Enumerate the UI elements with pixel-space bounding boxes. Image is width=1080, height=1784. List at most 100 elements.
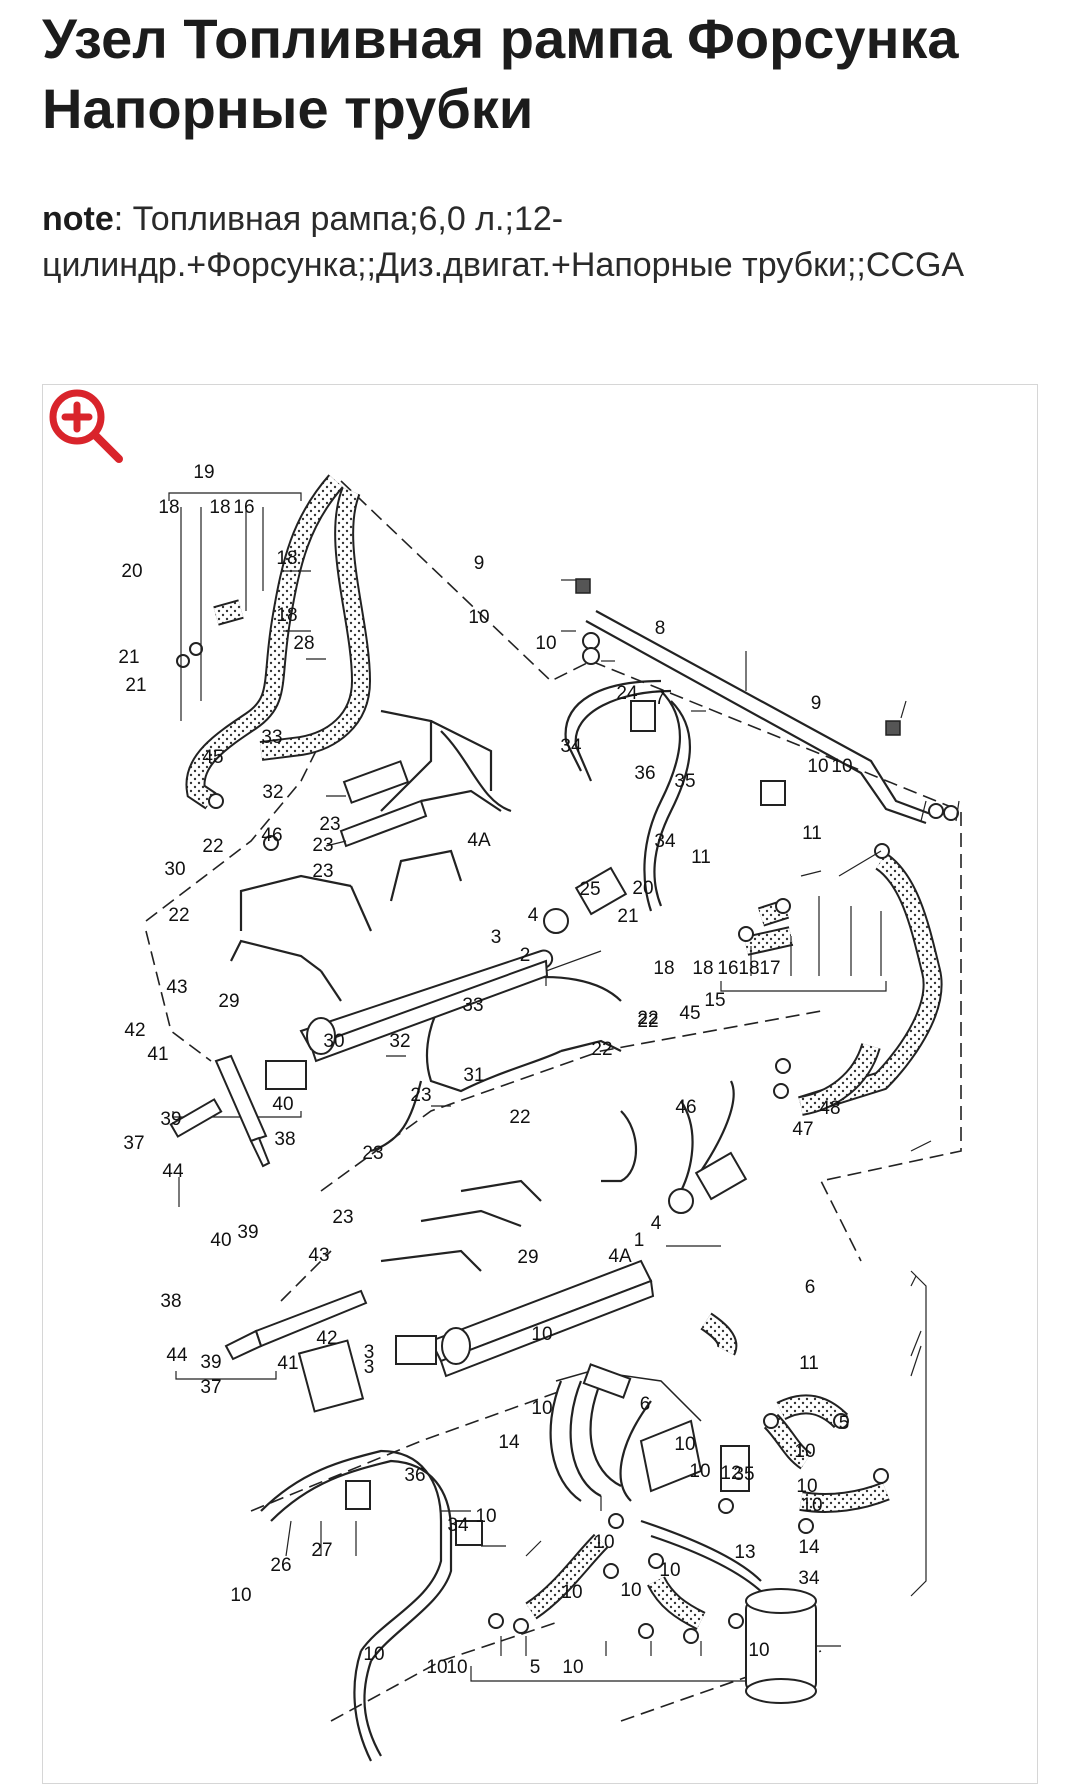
part-label: 10	[468, 607, 489, 628]
note-value: Топливная рампа;6,0 л.;12-цилиндр.+Форсу…	[42, 200, 965, 284]
part-label: 3	[364, 1342, 375, 1363]
part-label: 10	[794, 1441, 815, 1462]
clips-and-fasteners	[176, 578, 959, 1644]
part-label: 10	[748, 1640, 769, 1661]
part-label: 21	[617, 906, 638, 927]
part-label: 10	[689, 1461, 710, 1482]
part-label: 43	[308, 1245, 329, 1266]
part-label: 13	[734, 1542, 755, 1563]
part-label: 22	[637, 1011, 658, 1032]
part-label: 18	[158, 497, 179, 518]
part-label: 24	[616, 683, 638, 704]
part-label: 39	[237, 1222, 258, 1243]
part-label: 42	[124, 1020, 145, 1041]
part-label: 22	[637, 1008, 658, 1029]
part-label: 5	[530, 1657, 541, 1678]
part-label: 29	[517, 1247, 538, 1268]
part-label: 34	[798, 1568, 820, 1589]
part-label: 10	[230, 1585, 251, 1606]
part-label: 36	[404, 1465, 425, 1486]
part-label: 11	[799, 1353, 819, 1374]
part-label: 37	[123, 1133, 144, 1154]
part-label: 16	[233, 497, 254, 518]
part-label: 23	[332, 1207, 353, 1228]
part-label: 10	[426, 1657, 447, 1678]
fuel-hoses	[185, 474, 943, 1630]
part-label: 6	[640, 1394, 651, 1415]
part-label: 33	[261, 727, 282, 748]
part-label: 44	[166, 1345, 188, 1366]
part-label: 11	[802, 823, 822, 844]
part-label: 32	[389, 1031, 410, 1052]
fuel-system-exploded-diagram: 1918181618182021212891010872434334532304…	[118, 462, 962, 1762]
note-label: note	[42, 200, 114, 238]
part-label: 21	[125, 675, 146, 696]
part-label: 14	[798, 1537, 820, 1558]
part-label: 43	[166, 977, 187, 998]
part-label: 31	[463, 1065, 484, 1086]
part-label: 10	[620, 1580, 641, 1601]
part-label: 14	[498, 1432, 520, 1453]
part-label: 45	[679, 1003, 700, 1024]
part-label: 18	[738, 958, 759, 979]
part-label: 10	[807, 756, 828, 777]
zoom-in-icon[interactable]	[45, 385, 129, 469]
part-label: 10	[475, 1506, 496, 1527]
part-label: 22	[168, 905, 189, 926]
part-label: 47	[792, 1119, 813, 1140]
part-label: 15	[704, 990, 725, 1011]
part-label: 11	[691, 847, 711, 868]
part-label: 10	[796, 1476, 817, 1497]
pressure-pipes	[230, 610, 937, 1762]
part-label: 34	[560, 736, 582, 757]
part-label: 10	[446, 1657, 467, 1678]
part-label: 23	[312, 835, 333, 856]
part-label: 39	[200, 1352, 221, 1373]
part-label: 10	[561, 1582, 582, 1603]
part-label: 38	[274, 1129, 295, 1150]
note-separator: :	[113, 200, 124, 238]
part-label: 5	[839, 1413, 850, 1434]
part-label: 40	[272, 1094, 293, 1115]
part-label: 10	[801, 1495, 822, 1516]
part-label: 12	[720, 1463, 741, 1484]
part-label: 9	[474, 553, 485, 574]
part-label: 46	[675, 1097, 696, 1118]
part-label: 18	[692, 958, 713, 979]
part-label: 23	[362, 1143, 383, 1164]
part-label: 29	[218, 991, 239, 1012]
part-label: 23	[312, 861, 333, 882]
part-label: 2	[520, 945, 531, 966]
part-label: 23	[410, 1085, 431, 1106]
part-label: 46	[261, 825, 282, 846]
part-label: 42	[316, 1328, 337, 1349]
part-label: 23	[319, 814, 340, 835]
part-label: 39	[160, 1109, 181, 1130]
part-label: 36	[634, 763, 655, 784]
fuel-pump	[639, 1419, 750, 1493]
part-label: 10	[363, 1644, 384, 1665]
part-label: 10	[674, 1434, 695, 1455]
part-label: 22	[509, 1107, 530, 1128]
callout-leaders	[180, 507, 960, 1656]
part-label: 22	[202, 836, 223, 857]
part-label: 3	[491, 927, 502, 948]
part-label: 32	[262, 782, 283, 803]
part-label: 18	[653, 958, 674, 979]
part-label: 10	[531, 1398, 552, 1419]
part-label: 19	[193, 462, 214, 483]
part-label: 10	[831, 756, 852, 777]
part-label: 16	[717, 958, 738, 979]
part-label: 10	[593, 1532, 614, 1553]
part-label: 21	[118, 647, 139, 668]
note-text: note: Топливная рампа;6,0 л.;12-цилиндр.…	[42, 196, 1042, 288]
part-label: 20	[121, 561, 142, 582]
part-label: 25	[579, 879, 600, 900]
part-label: 34	[654, 831, 676, 852]
part-label: 38	[160, 1291, 181, 1312]
part-label: 22	[591, 1039, 612, 1060]
part-label: 30	[323, 1031, 344, 1052]
part-label: 4A	[608, 1246, 632, 1267]
injector-assemblies	[169, 1054, 368, 1413]
